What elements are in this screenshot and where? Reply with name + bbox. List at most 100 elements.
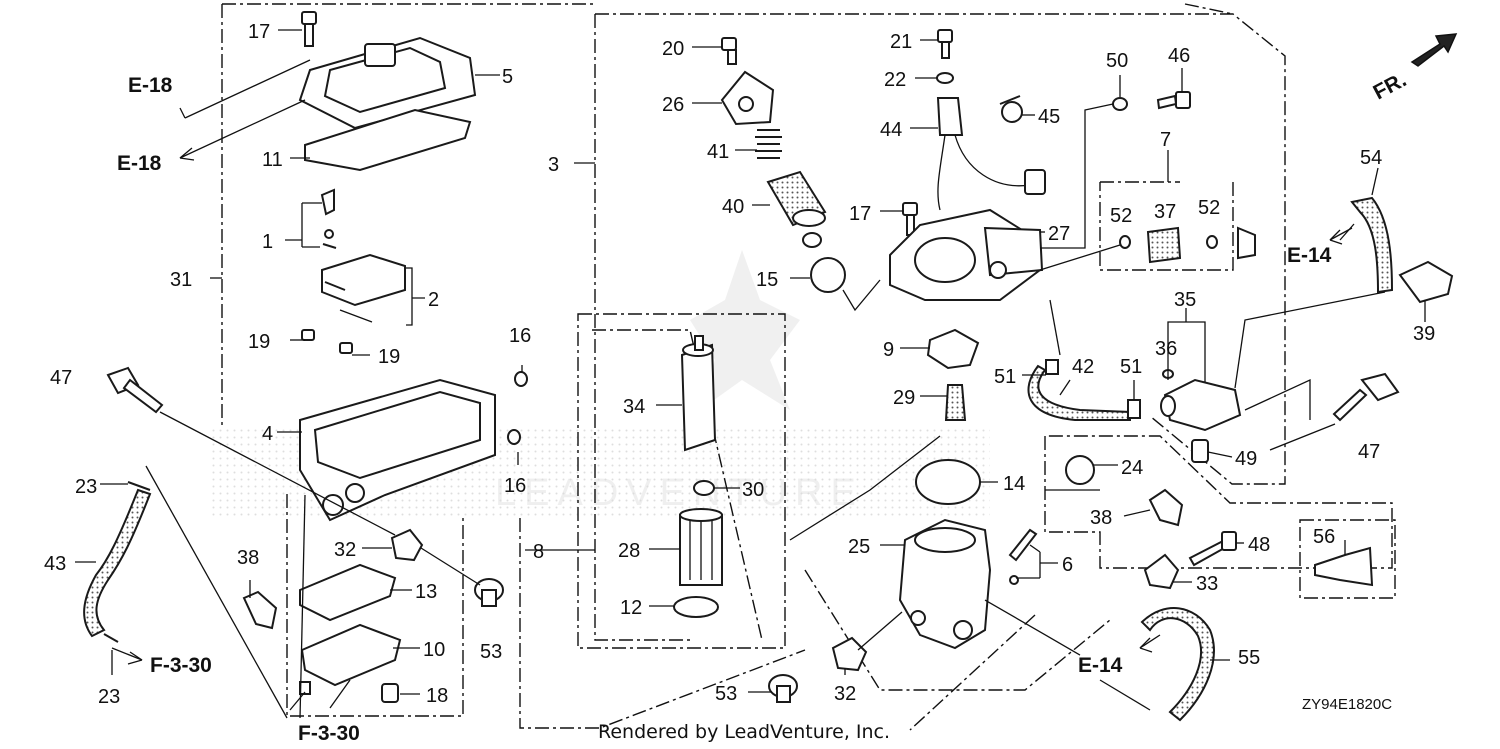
- part-29-stem: [944, 384, 967, 421]
- part-30-ring: [693, 480, 715, 496]
- part-39-connector: [1398, 260, 1454, 304]
- callout-54: 54: [1360, 147, 1382, 169]
- callout-17b: 17: [849, 203, 871, 225]
- callout-52a: 52: [1110, 205, 1132, 227]
- diagram-code: ZY94E1820C: [1302, 696, 1392, 713]
- callout-19a: 19: [248, 331, 270, 353]
- part-53-cap-left: [474, 578, 504, 607]
- part-34-pump: [680, 335, 717, 452]
- part-51-clip-a: [1045, 359, 1059, 375]
- callout-4: 4: [262, 423, 273, 445]
- callout-27: 27: [1048, 223, 1070, 245]
- part-24-clamp: [1065, 455, 1095, 485]
- callout-51b: 51: [1120, 356, 1142, 378]
- callout-25: 25: [848, 536, 870, 558]
- callout-39: 39: [1413, 323, 1435, 345]
- callout-43: 43: [44, 553, 66, 575]
- callout-24: 24: [1121, 457, 1143, 479]
- reference-labels: E-18 E-18 E-14 E-14 F-3-30 F-3-30: [117, 74, 1332, 745]
- part-32-gear-left: [390, 528, 424, 562]
- part-22-washer: [936, 72, 954, 84]
- callout-52b: 52: [1198, 197, 1220, 219]
- callout-50: 50: [1106, 50, 1128, 72]
- part-16-washers: [507, 371, 528, 445]
- callout-40: 40: [722, 196, 744, 218]
- part-51-clip-b: [1127, 399, 1141, 419]
- part-49-screw: [1191, 439, 1209, 463]
- callout-33: 33: [1196, 573, 1218, 595]
- part-44-wiring: [936, 97, 1046, 211]
- callout-49: 49: [1235, 448, 1257, 470]
- part-54-hose: [1350, 196, 1394, 294]
- callout-8: 8: [533, 541, 544, 563]
- callout-18: 18: [426, 685, 448, 707]
- callout-14: 14: [1003, 473, 1025, 495]
- part-47-bolt-right: [1332, 372, 1400, 422]
- part-47-bolt-left: [106, 366, 164, 414]
- front-direction-arrow: FR.: [1370, 33, 1458, 104]
- callout-28: 28: [618, 540, 640, 562]
- callout-numbers: 1 2 3 4 5 6 7 8 9 10 11 12 13 14 15 16 1…: [44, 21, 1435, 708]
- part-19-screws: [301, 329, 353, 354]
- part-7-assembly: [1119, 226, 1256, 264]
- part-33-bracket: [1143, 553, 1180, 590]
- callout-34: 34: [623, 396, 645, 418]
- part-1-sensor: [320, 188, 337, 249]
- callout-2: 2: [428, 289, 439, 311]
- part-27-fuel-body: [889, 208, 1044, 301]
- callout-38a: 38: [237, 547, 259, 569]
- callout-38b: 38: [1090, 507, 1112, 529]
- callout-46: 46: [1168, 45, 1190, 67]
- part-50-washer: [1112, 97, 1128, 111]
- callout-23a: 23: [75, 476, 97, 498]
- callout-56: 56: [1313, 526, 1335, 548]
- part-14-oring: [915, 459, 981, 505]
- callout-48: 48: [1248, 534, 1270, 556]
- part-32-gear-right: [831, 636, 868, 672]
- callout-53a: 53: [480, 641, 502, 663]
- callout-15: 15: [756, 269, 778, 291]
- callout-16b: 16: [504, 475, 526, 497]
- part-21-screw: [937, 29, 953, 59]
- part-35-regulator: [1160, 378, 1242, 432]
- part-48-bolt: [1188, 531, 1237, 567]
- part-9-valve: [926, 328, 980, 370]
- part-26-bracket: [720, 70, 775, 126]
- part-38-clip-left: [242, 590, 278, 630]
- callout-47a: 47: [50, 367, 72, 389]
- part-38-clip-right: [1148, 488, 1184, 527]
- part-13-gasket: [299, 563, 397, 622]
- callout-55: 55: [1238, 647, 1260, 669]
- callout-16a: 16: [509, 325, 531, 347]
- part-40-filter: [766, 170, 827, 227]
- credit-text: Rendered by LeadVenture, Inc.: [598, 721, 890, 743]
- callout-53b: 53: [715, 683, 737, 705]
- part-46-bolt: [1156, 91, 1191, 110]
- part-53-cap-right: [768, 674, 798, 703]
- ref-e14-a: E-14: [1287, 244, 1332, 267]
- callout-6: 6: [1062, 554, 1073, 576]
- callout-13: 13: [415, 581, 437, 603]
- ref-e18-a: E-18: [128, 74, 173, 97]
- callout-41: 41: [707, 141, 729, 163]
- part-18-screw: [381, 683, 399, 703]
- callout-10: 10: [423, 639, 445, 661]
- callout-44: 44: [880, 119, 902, 141]
- callout-42: 42: [1072, 356, 1094, 378]
- callout-36: 36: [1155, 338, 1177, 360]
- part-4-housing: [299, 378, 496, 522]
- callout-9: 9: [883, 339, 894, 361]
- callout-32b: 32: [834, 683, 856, 705]
- dashed-frames: [221, 3, 1396, 731]
- part-2-module: [321, 253, 406, 323]
- part-45-clip: [999, 95, 1023, 123]
- callout-1: 1: [262, 231, 273, 253]
- callout-19b: 19: [378, 346, 400, 368]
- callout-51a: 51: [994, 366, 1016, 388]
- callout-22: 22: [884, 69, 906, 91]
- leader-lines: [75, 29, 1426, 719]
- callout-5: 5: [502, 66, 513, 88]
- callout-47b: 47: [1358, 441, 1380, 463]
- svg-text:LEADVENTURE: LEADVENTURE: [495, 472, 864, 514]
